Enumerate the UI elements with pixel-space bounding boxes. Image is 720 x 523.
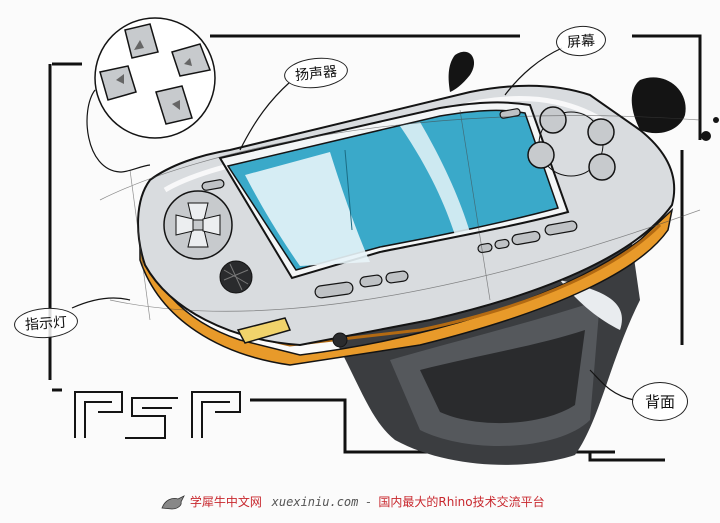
- leader-lines: [71, 47, 635, 401]
- psp-body: [99, 84, 701, 366]
- dpad-icon: [163, 190, 233, 260]
- rhino-logo-icon: [161, 494, 185, 509]
- footer-site-link[interactable]: xuexiniu.com: [271, 495, 359, 509]
- footer-brand: 学犀牛中文网: [189, 495, 262, 509]
- back-label: 背面: [632, 382, 689, 421]
- psp-logo-lettering: [74, 391, 241, 439]
- action-buttons-icon: [527, 106, 616, 181]
- watermark-footer: 学犀牛中文网 xuexiniu.com - 国内最大的Rhino技术交流平台: [160, 493, 640, 513]
- footer-slogan: 国内最大的Rhino技术交流平台: [378, 495, 545, 509]
- frame-lines: [48, 34, 702, 462]
- footer-separator: -: [366, 495, 371, 509]
- dpad-detail-icon: [86, 17, 216, 173]
- analog-stick-icon: [219, 260, 253, 294]
- system-buttons: [201, 108, 578, 299]
- indicator-lamp: [236, 317, 292, 344]
